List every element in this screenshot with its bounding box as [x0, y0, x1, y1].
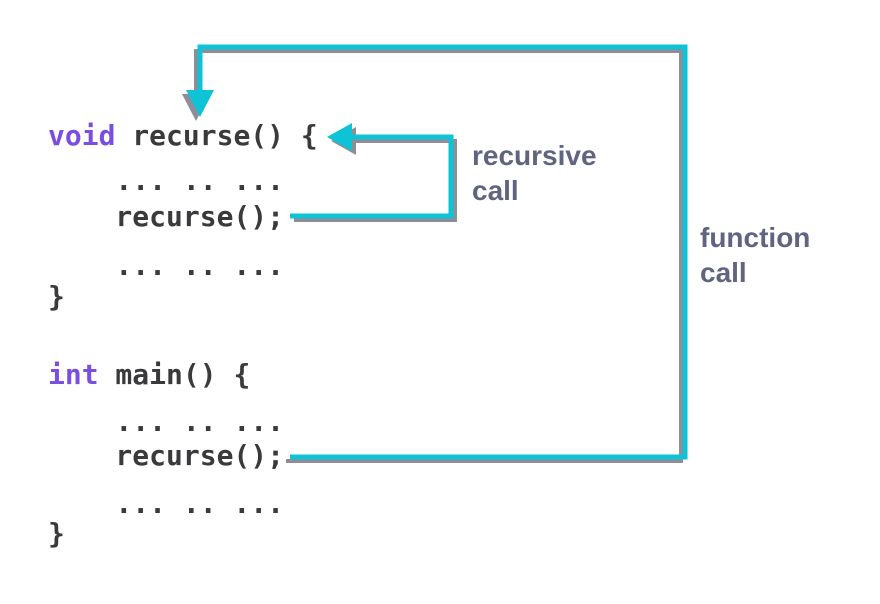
recursive-call-label: recursive call — [472, 140, 597, 206]
keyword-void: void — [48, 119, 116, 152]
recurse-signature-text: recurse() { — [115, 119, 318, 152]
main-signature-text: main() { — [98, 358, 251, 391]
function-call-arrowhead-icon — [186, 90, 214, 117]
code-line-main-signature: int main() { — [48, 358, 250, 392]
code-line-recurse-dots-2: ... .. ... — [48, 249, 285, 282]
code-line-recurse-dots-1: ... .. ... — [48, 164, 285, 197]
recursive-call-arrow-shadow — [294, 127, 457, 222]
recursive-call-arrowhead-icon — [327, 123, 352, 151]
code-line-recurse-close: } — [48, 280, 65, 313]
function-call-label: function call — [700, 222, 811, 288]
code-line-recurse-signature: void recurse() { — [48, 119, 318, 153]
code-line-main-dots-1: ... .. ... — [48, 405, 285, 438]
code-line-main-dots-2: ... .. ... — [48, 487, 285, 520]
code-line-recurse-call: recurse(); — [48, 200, 285, 233]
keyword-int: int — [48, 358, 99, 391]
code-line-main-close: } — [48, 517, 65, 550]
code-line-main-call: recurse(); — [48, 439, 285, 472]
